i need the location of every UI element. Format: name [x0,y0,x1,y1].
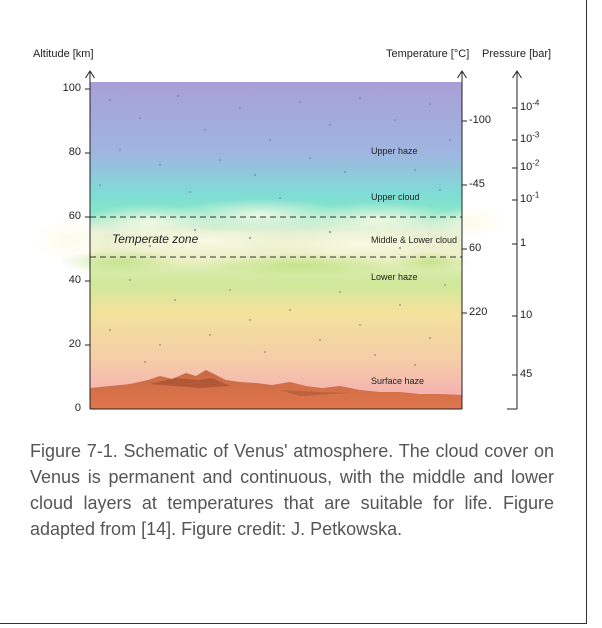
pressure-tick: 10-3 [520,130,540,145]
venus-atmosphere-diagram [30,70,522,410]
middle-lower-cloud-label: Middle & Lower cloud [371,235,458,245]
temperature-tick: 220 [469,306,488,318]
altitude-tick: 100 [62,82,81,94]
temperature-tick: 60 [469,242,482,254]
figure-caption: Figure 7-1. Schematic of Venus' atmosphe… [30,441,554,539]
temperature-tick: -100 [469,114,492,126]
pressure-tick: 10-1 [520,190,540,205]
pressure-axis [507,70,522,410]
altitude-tick: 40 [68,274,81,286]
altitude-tick: 20 [68,338,81,350]
altitude-axis-label: Altitude [km] [33,48,94,60]
upper-cloud-label: Upper cloud [371,192,420,202]
altitude-axis [85,70,462,410]
pressure-axis-label: Pressure [bar] [482,48,552,60]
aerosol-speckles [99,95,451,366]
altitude-tick: 80 [68,146,81,158]
temperature-tick: -45 [469,178,485,190]
lower-haze-label: Lower haze [371,272,418,282]
temperature-axis [457,70,467,409]
temperate-zone-label: Temperate zone [112,232,199,246]
surface-haze-label: Surface haze [371,376,425,386]
altitude-tick: 0 [74,402,81,414]
pressure-tick: 45 [520,368,533,380]
altitude-tick: 60 [68,210,81,222]
upper-haze-label: Upper haze [371,146,418,156]
temperature-axis-label: Temperature [°C] [386,48,470,60]
pressure-tick: 10-2 [520,158,540,173]
pressure-tick: 1 [520,237,527,249]
figure-frame [0,0,587,624]
pressure-tick: 10 [520,309,533,321]
pressure-tick: 10-4 [520,98,540,113]
